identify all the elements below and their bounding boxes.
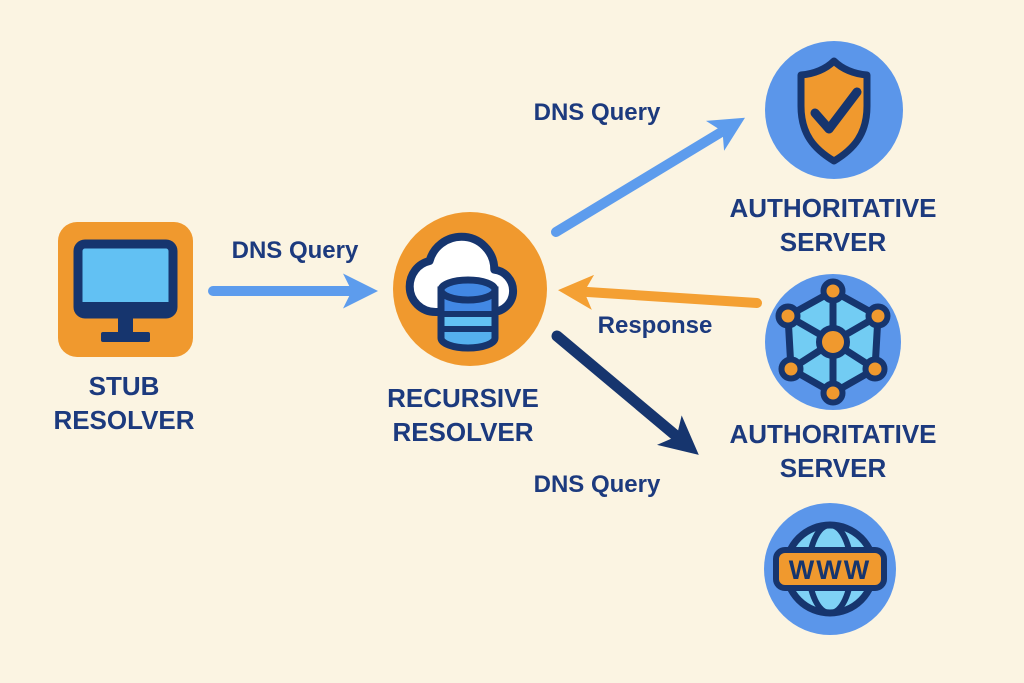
network-nodes-icon (765, 274, 901, 410)
recursive-resolver-label-line1: RECURSIVE (387, 383, 539, 413)
dns-query-label-left: DNS Query (231, 237, 359, 264)
computer-monitor-icon (58, 222, 193, 357)
shield-check-icon (765, 41, 903, 179)
globe-www-icon: WWW (764, 503, 896, 635)
authoritative-server-middle-label: AUTHORITATIVE SERVER (683, 417, 983, 485)
response-label: Response (597, 312, 713, 339)
arrow-recursive-to-bottom-right (551, 330, 699, 455)
stub-resolver-label-line1: STUB (88, 371, 160, 401)
recursive-resolver-label: RECURSIVE RESOLVER (363, 381, 563, 449)
recursive-resolver-label-line2: RESOLVER (392, 417, 534, 447)
auth-top-label-line1: AUTHORITATIVE (729, 193, 937, 223)
dns-query-label-bottom: DNS Query (533, 471, 661, 498)
dns-query-label-top: DNS Query (533, 99, 661, 126)
auth-middle-label-line2: SERVER (779, 453, 887, 483)
authoritative-server-top-label: AUTHORITATIVE SERVER (683, 191, 983, 259)
stub-resolver-label-line2: RESOLVER (53, 405, 195, 435)
arrow-auth-middle-to-recursive (558, 274, 762, 310)
auth-top-label-line2: SERVER (779, 227, 887, 257)
auth-middle-label-line1: AUTHORITATIVE (729, 419, 937, 449)
cloud-database-icon (393, 212, 547, 366)
www-text: WWW (789, 555, 871, 585)
stub-resolver-label: STUB RESOLVER (24, 369, 224, 437)
